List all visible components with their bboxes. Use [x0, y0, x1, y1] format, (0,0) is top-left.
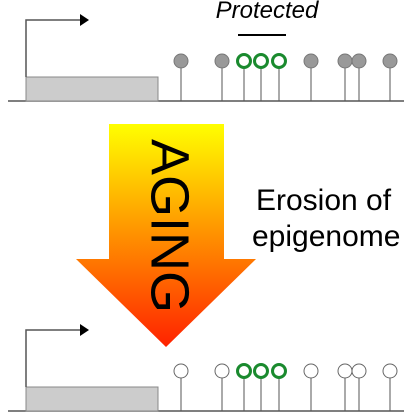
cpg-site-protected — [236, 363, 252, 411]
cpg-site-circle — [271, 53, 287, 69]
cpg-site-circle — [214, 363, 230, 379]
down-arrow-icon — [76, 124, 256, 347]
cpg-site-circle — [382, 363, 398, 379]
bottom-panel — [8, 324, 404, 412]
cpg-site-circle — [236, 53, 252, 69]
cpg-site-circle — [214, 53, 230, 69]
cpg-site-circle — [303, 363, 319, 379]
erosion-label-line1: Erosion of — [256, 184, 392, 217]
cpg-site-circle — [253, 363, 269, 379]
cpg-site-circle — [173, 53, 189, 69]
cpg-site-protected — [253, 53, 269, 101]
cpg-site-methylated — [173, 53, 189, 101]
cpg-site-circle — [337, 363, 353, 379]
cpg-site-unmethylated — [214, 363, 230, 411]
top-cpg-sites — [173, 53, 398, 101]
cpg-site-protected — [271, 363, 287, 411]
cpg-site-circle — [173, 363, 189, 379]
cpg-site-unmethylated — [337, 363, 353, 411]
cpg-site-circle — [303, 53, 319, 69]
cpg-site-circle — [382, 53, 398, 69]
cpg-site-methylated — [303, 53, 319, 101]
protected-label: Protected — [216, 0, 319, 24]
cpg-site-unmethylated — [351, 363, 367, 411]
cpg-site-protected — [236, 53, 252, 101]
cpg-site-unmethylated — [173, 363, 189, 411]
cpg-site-protected — [271, 53, 287, 101]
cpg-site-circle — [253, 53, 269, 69]
cpg-site-protected — [253, 363, 269, 411]
cpg-site-unmethylated — [382, 363, 398, 411]
transcription-start-arrow-icon — [25, 14, 89, 77]
aging-arrow: AGING — [76, 124, 256, 347]
cpg-site-circle — [236, 363, 252, 379]
aging-label: AGING — [140, 139, 200, 313]
cpg-site-methylated — [382, 53, 398, 101]
cpg-site-circle — [337, 53, 353, 69]
cpg-site-methylated — [351, 53, 367, 101]
cpg-site-unmethylated — [303, 363, 319, 411]
erosion-label-line2: epigenome — [252, 220, 400, 253]
cpg-site-methylated — [214, 53, 230, 101]
cpg-site-circle — [351, 363, 367, 379]
bottom-cpg-sites — [173, 363, 398, 411]
cpg-site-circle — [351, 53, 367, 69]
cpg-site-circle — [271, 363, 287, 379]
transcription-start-arrow-icon — [25, 324, 89, 387]
top-gene-box — [25, 76, 159, 102]
top-panel: Protected — [8, 0, 404, 102]
cpg-site-methylated — [337, 53, 353, 101]
bottom-gene-box — [25, 386, 159, 412]
